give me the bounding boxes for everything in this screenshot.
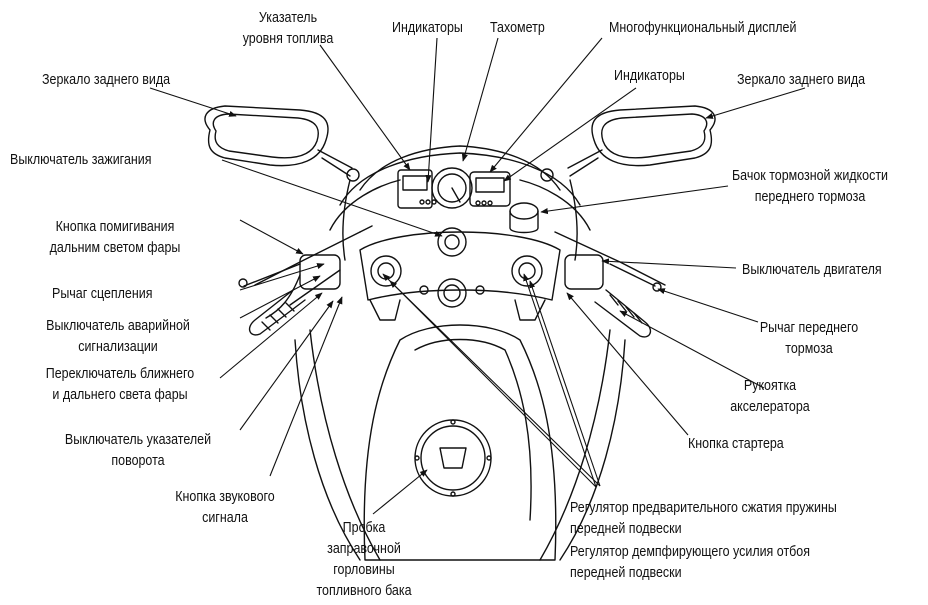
label-indicators-top: Индикаторы — [392, 18, 463, 39]
label-turn-signal-switch: Выключатель указателей поворота — [45, 430, 231, 472]
label-brake-fluid-reservoir: Бачок тормозной жидкости переднего тормо… — [717, 166, 903, 208]
label-clutch-lever: Рычаг сцепления — [52, 284, 152, 305]
right-handlebar — [555, 232, 665, 337]
label-rebound-adjuster: Регулятор демпфирующего усилия отбоя пер… — [570, 542, 810, 584]
label-preload-adjuster: Регулятор предварительного сжатия пружин… — [570, 498, 837, 540]
label-fuel-gauge: Указатель уровня топлива — [228, 8, 348, 50]
label-indicators-right: Индикаторы — [614, 66, 685, 87]
fairing — [330, 146, 590, 260]
label-passing-button: Кнопка помигивания дальним светом фары — [33, 217, 196, 259]
label-throttle-grip: Рукоятка акселератора — [718, 376, 821, 418]
label-horn-button: Кнопка звукового сигнала — [167, 487, 282, 529]
brake-reservoir — [510, 203, 538, 233]
label-start-button: Кнопка стартера — [688, 434, 784, 455]
left-mirror — [205, 106, 359, 181]
triple-clamp — [360, 228, 560, 307]
label-hazard-switch: Выключатель аварийной сигнализации — [17, 316, 220, 358]
label-tachometer: Тахометр — [490, 18, 545, 39]
label-dimmer-switch: Переключатель ближнего и дальнего света … — [19, 364, 222, 406]
fuel-cap — [415, 420, 491, 496]
label-front-brake-lever: Рычаг переднего тормоза — [750, 318, 869, 360]
instrument-cluster — [398, 168, 510, 208]
label-mirror-right: Зеркало заднего вида — [737, 70, 865, 91]
right-mirror — [541, 106, 715, 181]
label-ignition-switch: Выключатель зажигания — [10, 150, 151, 171]
label-engine-stop-switch: Выключатель двигателя — [742, 260, 882, 281]
label-multifunction-display: Многофункциональный дисплей — [609, 18, 796, 39]
label-fuel-cap: Пробка заправочной горловины топливного … — [306, 518, 423, 602]
label-mirror-left: Зеркало заднего вида — [42, 70, 170, 91]
left-handlebar — [239, 226, 372, 335]
